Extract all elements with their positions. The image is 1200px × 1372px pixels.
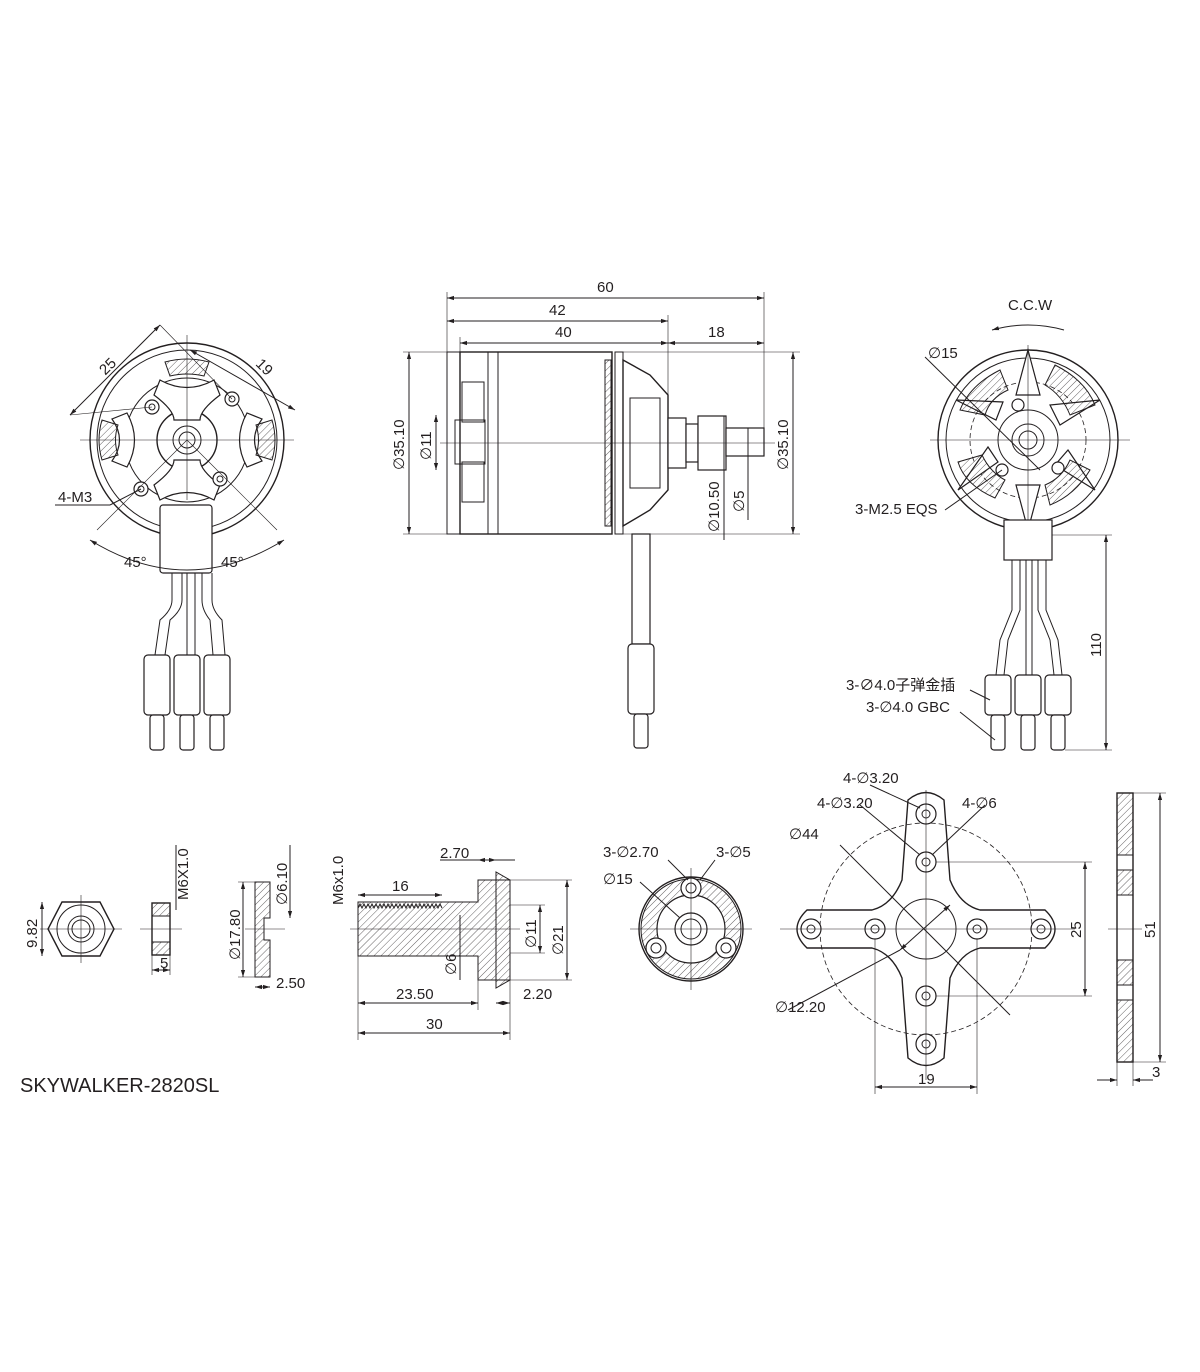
rear-screws-label: 3-M2.5 EQS	[855, 501, 938, 518]
mount-dim-25: 25	[1068, 921, 1085, 938]
adapter-thread-len: 16	[392, 878, 409, 895]
mount-side-view	[1097, 792, 1166, 1086]
side-dia-body-right: ∅35.10	[775, 419, 792, 470]
rear-dia-15: ∅15	[928, 345, 958, 362]
adapter-dia-11: ∅11	[523, 919, 540, 948]
nut-view	[39, 895, 122, 963]
mount-holes-b: 4-∅3.20	[817, 795, 873, 812]
rear-rotation-label: C.C.W	[1008, 297, 1053, 314]
rear-connector-en: 3-∅4.0 GBC	[866, 699, 950, 716]
washer-view	[140, 845, 182, 975]
mount-side-height: 51	[1142, 921, 1159, 938]
front-angle-left: 45°	[124, 554, 147, 571]
washer-thread: M6X1.0	[175, 848, 192, 900]
side-dia-11: ∅11	[418, 431, 435, 460]
adapter-len-30: 30	[426, 1016, 443, 1033]
nut-width: 9.82	[24, 919, 41, 948]
adapter-thread: M6x1.0	[330, 856, 347, 905]
hub-holes-large: 3-∅5	[716, 844, 751, 861]
mount-dia-44: ∅44	[789, 826, 819, 843]
mount-dim-19: 19	[918, 1071, 935, 1088]
adapter-dia-6: ∅6	[443, 954, 460, 975]
hub-dia-15: ∅15	[603, 871, 633, 888]
side-length-42: 42	[549, 302, 566, 319]
rear-lead-length: 110	[1088, 633, 1105, 657]
rear-connector-cn: 3-∅4.0子弹金插	[846, 677, 955, 694]
front-holes-label: 4-M3	[58, 489, 92, 506]
spacer-inner: ∅6.10	[274, 863, 291, 905]
mount-holes-a: 4-∅3.20	[843, 770, 899, 787]
prop-hub-view	[630, 859, 752, 990]
front-view	[55, 324, 296, 751]
adapter-len-2-20: 2.20	[523, 986, 552, 1003]
side-length-60: 60	[597, 279, 614, 296]
spacer-view	[238, 845, 293, 990]
adapter-flange: 2.70	[440, 845, 469, 862]
side-dia-10-50: ∅10.50	[706, 481, 723, 532]
mount-holes-c: 4-∅6	[962, 795, 997, 812]
side-length-40: 40	[555, 324, 572, 341]
rear-view	[924, 324, 1130, 751]
front-dim-19: 19	[252, 355, 276, 379]
side-length-18: 18	[708, 324, 725, 341]
drawing-title: SKYWALKER-2820SL	[20, 1075, 219, 1097]
cross-mount-view	[780, 784, 1092, 1094]
adapter-dia-21: ∅21	[550, 925, 567, 955]
mount-side-thickness: 3	[1152, 1064, 1160, 1081]
shaft-adapter-view	[350, 857, 572, 1040]
side-dia-body-left: ∅35.10	[391, 419, 408, 470]
mount-dia-12-20: ∅12.20	[775, 999, 826, 1016]
side-dia-5: ∅5	[731, 491, 748, 512]
spacer-outer: ∅17.80	[227, 909, 244, 960]
front-angle-right: 45°	[221, 554, 244, 571]
side-view	[403, 292, 800, 749]
front-dim-25: 25	[96, 355, 120, 379]
spacer-thickness: 2.50	[276, 975, 305, 992]
adapter-len-23-50: 23.50	[396, 986, 434, 1003]
hub-holes-small: 3-∅2.70	[603, 844, 659, 861]
washer-thickness: 5	[160, 955, 168, 972]
